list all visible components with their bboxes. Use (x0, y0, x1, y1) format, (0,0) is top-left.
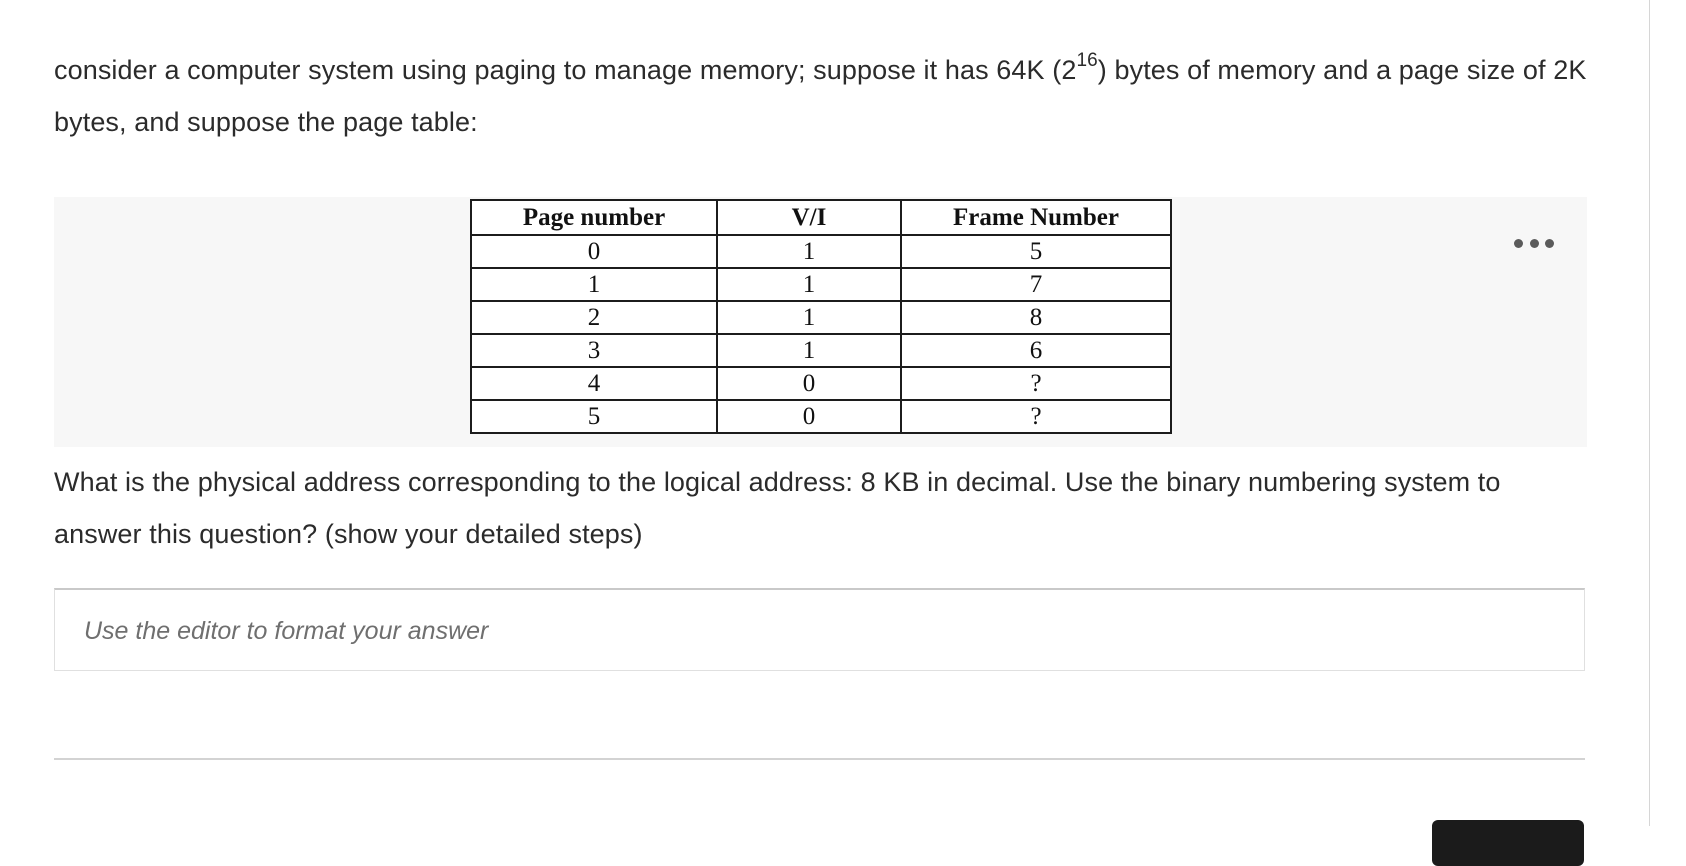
dot-icon-1 (1514, 238, 1523, 248)
right-divider-rule (1649, 0, 1650, 826)
cell-page-number: 0 (470, 234, 718, 269)
table-row: 4 0 ? (470, 366, 1172, 401)
question-page: consider a computer system using paging … (54, 0, 1686, 866)
table-row: 1 1 7 (470, 267, 1172, 302)
table-row: 2 1 8 (470, 300, 1172, 335)
submit-button[interactable] (1432, 820, 1584, 866)
cell-frame-number: ? (900, 399, 1172, 434)
answer-editor-placeholder: Use the editor to format your answer (84, 617, 489, 645)
cell-vi: 1 (716, 234, 902, 269)
column-header-frame-number: Frame Number (900, 199, 1172, 236)
question-intro-exponent: 16 (1076, 50, 1098, 71)
dot-icon-2 (1529, 238, 1539, 248)
cell-page-number: 2 (470, 300, 718, 335)
question-followup-paragraph: What is the physical address correspondi… (54, 467, 1501, 549)
table-row: 5 0 ? (470, 399, 1172, 434)
cell-frame-number: ? (900, 366, 1172, 401)
table-row: 0 1 5 (470, 234, 1172, 269)
question-intro-text-part2: ) bytes of memory and a page size of 2K … (54, 55, 1587, 137)
figure-options-menu-icon[interactable] (1514, 233, 1554, 253)
cell-page-number: 5 (470, 399, 718, 434)
cell-frame-number: 7 (900, 267, 1172, 302)
dot-icon-3 (1545, 238, 1554, 248)
cell-frame-number: 8 (900, 300, 1172, 335)
cell-frame-number: 5 (900, 234, 1172, 269)
cell-vi: 1 (716, 267, 902, 302)
question-intro-paragraph: consider a computer system using paging … (54, 44, 1587, 148)
bottom-divider (54, 758, 1585, 760)
right-side-pane (1650, 0, 1686, 826)
page-table-figure: Page number V/I Frame Number 0 1 5 1 1 7 (470, 199, 1172, 434)
table-header-row: Page number V/I Frame Number (470, 199, 1172, 236)
answer-editor[interactable]: Use the editor to format your answer (54, 588, 1585, 671)
cell-frame-number: 6 (900, 333, 1172, 368)
question-intro-text-part1: consider a computer system using paging … (54, 55, 1077, 85)
cell-page-number: 3 (470, 333, 718, 368)
cell-page-number: 1 (470, 267, 718, 302)
column-header-vi: V/I (716, 199, 902, 236)
cell-vi: 0 (716, 399, 902, 434)
cell-vi: 1 (716, 300, 902, 335)
page-table: Page number V/I Frame Number 0 1 5 1 1 7 (470, 199, 1172, 434)
table-row: 3 1 6 (470, 333, 1172, 368)
cell-vi: 0 (716, 366, 902, 401)
column-header-page-number: Page number (470, 199, 718, 236)
cell-vi: 1 (716, 333, 902, 368)
cell-page-number: 4 (470, 366, 718, 401)
figure-panel: Page number V/I Frame Number 0 1 5 1 1 7 (54, 197, 1587, 447)
